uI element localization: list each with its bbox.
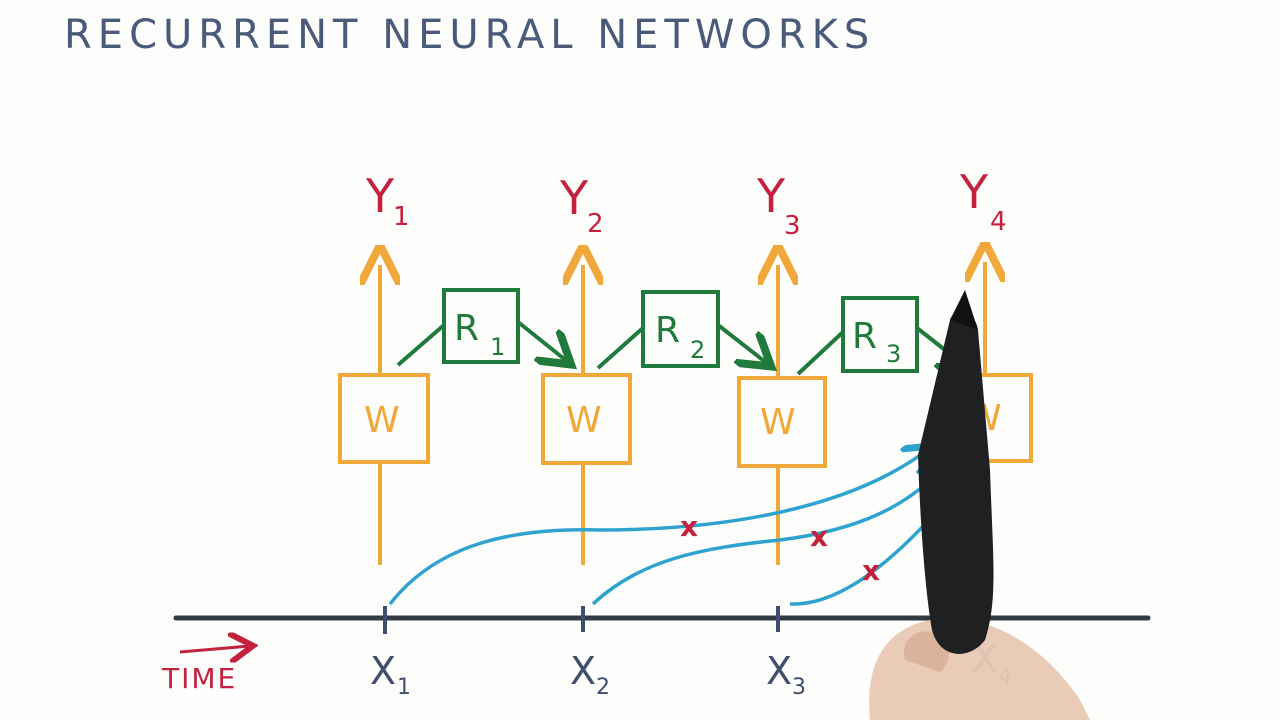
output-label-1: Y 1: [365, 169, 410, 232]
svg-text:X: X: [570, 649, 596, 693]
long-range-dependencies: [388, 448, 968, 606]
marker-pen-icon: [918, 311, 994, 654]
svg-text:R: R: [454, 308, 479, 349]
input-label-1: X 1: [370, 649, 411, 700]
page-title: RECURRENT NEURAL NETWORKS: [64, 12, 875, 58]
weight-box-1: W: [338, 373, 430, 464]
weight-label-1: W: [364, 400, 400, 441]
cross-mark-3: x: [862, 554, 880, 587]
presenter-hand: [869, 290, 1090, 720]
weight-box-2: W: [541, 373, 632, 465]
svg-text:3: 3: [784, 211, 801, 241]
svg-text:3: 3: [792, 675, 806, 700]
cross-mark-2: x: [810, 520, 828, 553]
cross-mark-1: x: [680, 510, 698, 543]
recurrent-arrow-1: [516, 320, 568, 362]
recurrent-box-3: R 3: [841, 296, 919, 373]
svg-text:1: 1: [393, 202, 410, 232]
recurrent-arrow-2: [716, 323, 768, 364]
svg-text:1: 1: [397, 675, 411, 700]
recurrent-connectors: [396, 320, 968, 376]
weight-label-3: W: [760, 402, 796, 443]
svg-text:1: 1: [490, 333, 505, 361]
time-label: TIME: [161, 662, 237, 695]
svg-text:Y: Y: [959, 165, 989, 219]
weight-box-3: W: [737, 376, 827, 468]
recurrent-box-2: R 2: [641, 290, 720, 368]
svg-text:X: X: [766, 649, 792, 693]
svg-text:Y: Y: [365, 169, 395, 223]
svg-text:X: X: [370, 649, 396, 693]
weight-label-2: W: [566, 400, 602, 441]
input-label-3: X 3: [766, 649, 806, 700]
time-indicator: TIME: [161, 646, 250, 695]
svg-text:2: 2: [587, 209, 604, 239]
svg-text:R: R: [655, 310, 680, 351]
long-range-arrow-1: [388, 448, 930, 606]
svg-text:2: 2: [690, 336, 705, 364]
long-range-arrow-2: [591, 465, 945, 606]
input-label-2: X 2: [570, 649, 610, 700]
svg-text:2: 2: [596, 675, 610, 700]
svg-text:3: 3: [886, 340, 901, 368]
svg-text:4: 4: [990, 207, 1007, 237]
recurrent-box-1: R 1: [442, 288, 520, 364]
output-label-2: Y 2: [559, 171, 604, 239]
svg-text:Y: Y: [756, 169, 786, 223]
svg-text:Y: Y: [559, 171, 589, 225]
svg-text:R: R: [852, 316, 877, 357]
output-label-4: Y 4: [959, 165, 1007, 237]
time-arrow-icon: [179, 646, 250, 652]
output-label-3: Y 3: [756, 169, 801, 241]
